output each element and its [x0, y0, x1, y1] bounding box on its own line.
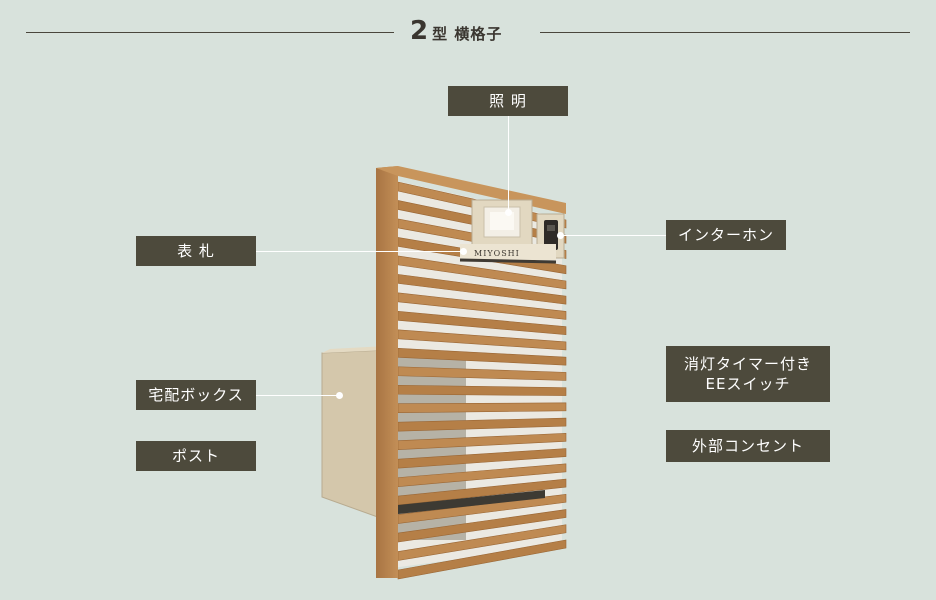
label-ee-switch-line1: 消灯タイマー付き — [683, 355, 812, 373]
label-delivery-box-text: 宅配ボックス — [148, 386, 244, 404]
leader-line-nameplate — [256, 251, 464, 252]
label-ee-switch: 消灯タイマー付き EEスイッチ — [666, 346, 830, 402]
label-lighting: 照 明 — [448, 86, 568, 116]
nameplate-text: MIYOSHI — [474, 249, 520, 258]
leader-dot-lighting — [505, 209, 512, 216]
label-lighting-text: 照 明 — [489, 92, 527, 110]
label-intercom-text: インターホン — [677, 226, 774, 244]
leader-dot-nameplate — [460, 248, 467, 255]
label-post: ポスト — [136, 441, 256, 471]
label-ee-switch-line2: EEスイッチ — [705, 375, 791, 393]
label-outlet-text: 外部コンセント — [691, 437, 804, 455]
label-nameplate: 表 札 — [136, 236, 256, 266]
label-outlet: 外部コンセント — [666, 430, 830, 462]
post-slot — [398, 490, 545, 514]
leader-dot-delivery-box — [336, 392, 343, 399]
label-post-text: ポスト — [171, 447, 220, 465]
wood-slat — [397, 402, 567, 414]
page-title: 2 型 横格子 — [410, 16, 535, 48]
title-text: 型 横格子 — [432, 25, 503, 43]
header-rule-right — [540, 32, 910, 33]
label-nameplate-text: 表 札 — [177, 242, 215, 260]
leader-dot-intercom — [557, 232, 564, 239]
leader-line-lighting — [508, 116, 509, 212]
nameplate: MIYOSHI — [459, 244, 557, 264]
left-post — [376, 166, 398, 578]
header-rule-left — [26, 32, 394, 33]
label-delivery-box: 宅配ボックス — [136, 380, 256, 410]
header: 2 型 横格子 — [0, 16, 936, 48]
leader-line-intercom — [560, 235, 666, 236]
lighting-fixture — [471, 199, 533, 247]
title-number: 2 — [410, 16, 429, 46]
leader-line-delivery-box — [256, 395, 340, 396]
label-intercom: インターホン — [666, 220, 786, 250]
